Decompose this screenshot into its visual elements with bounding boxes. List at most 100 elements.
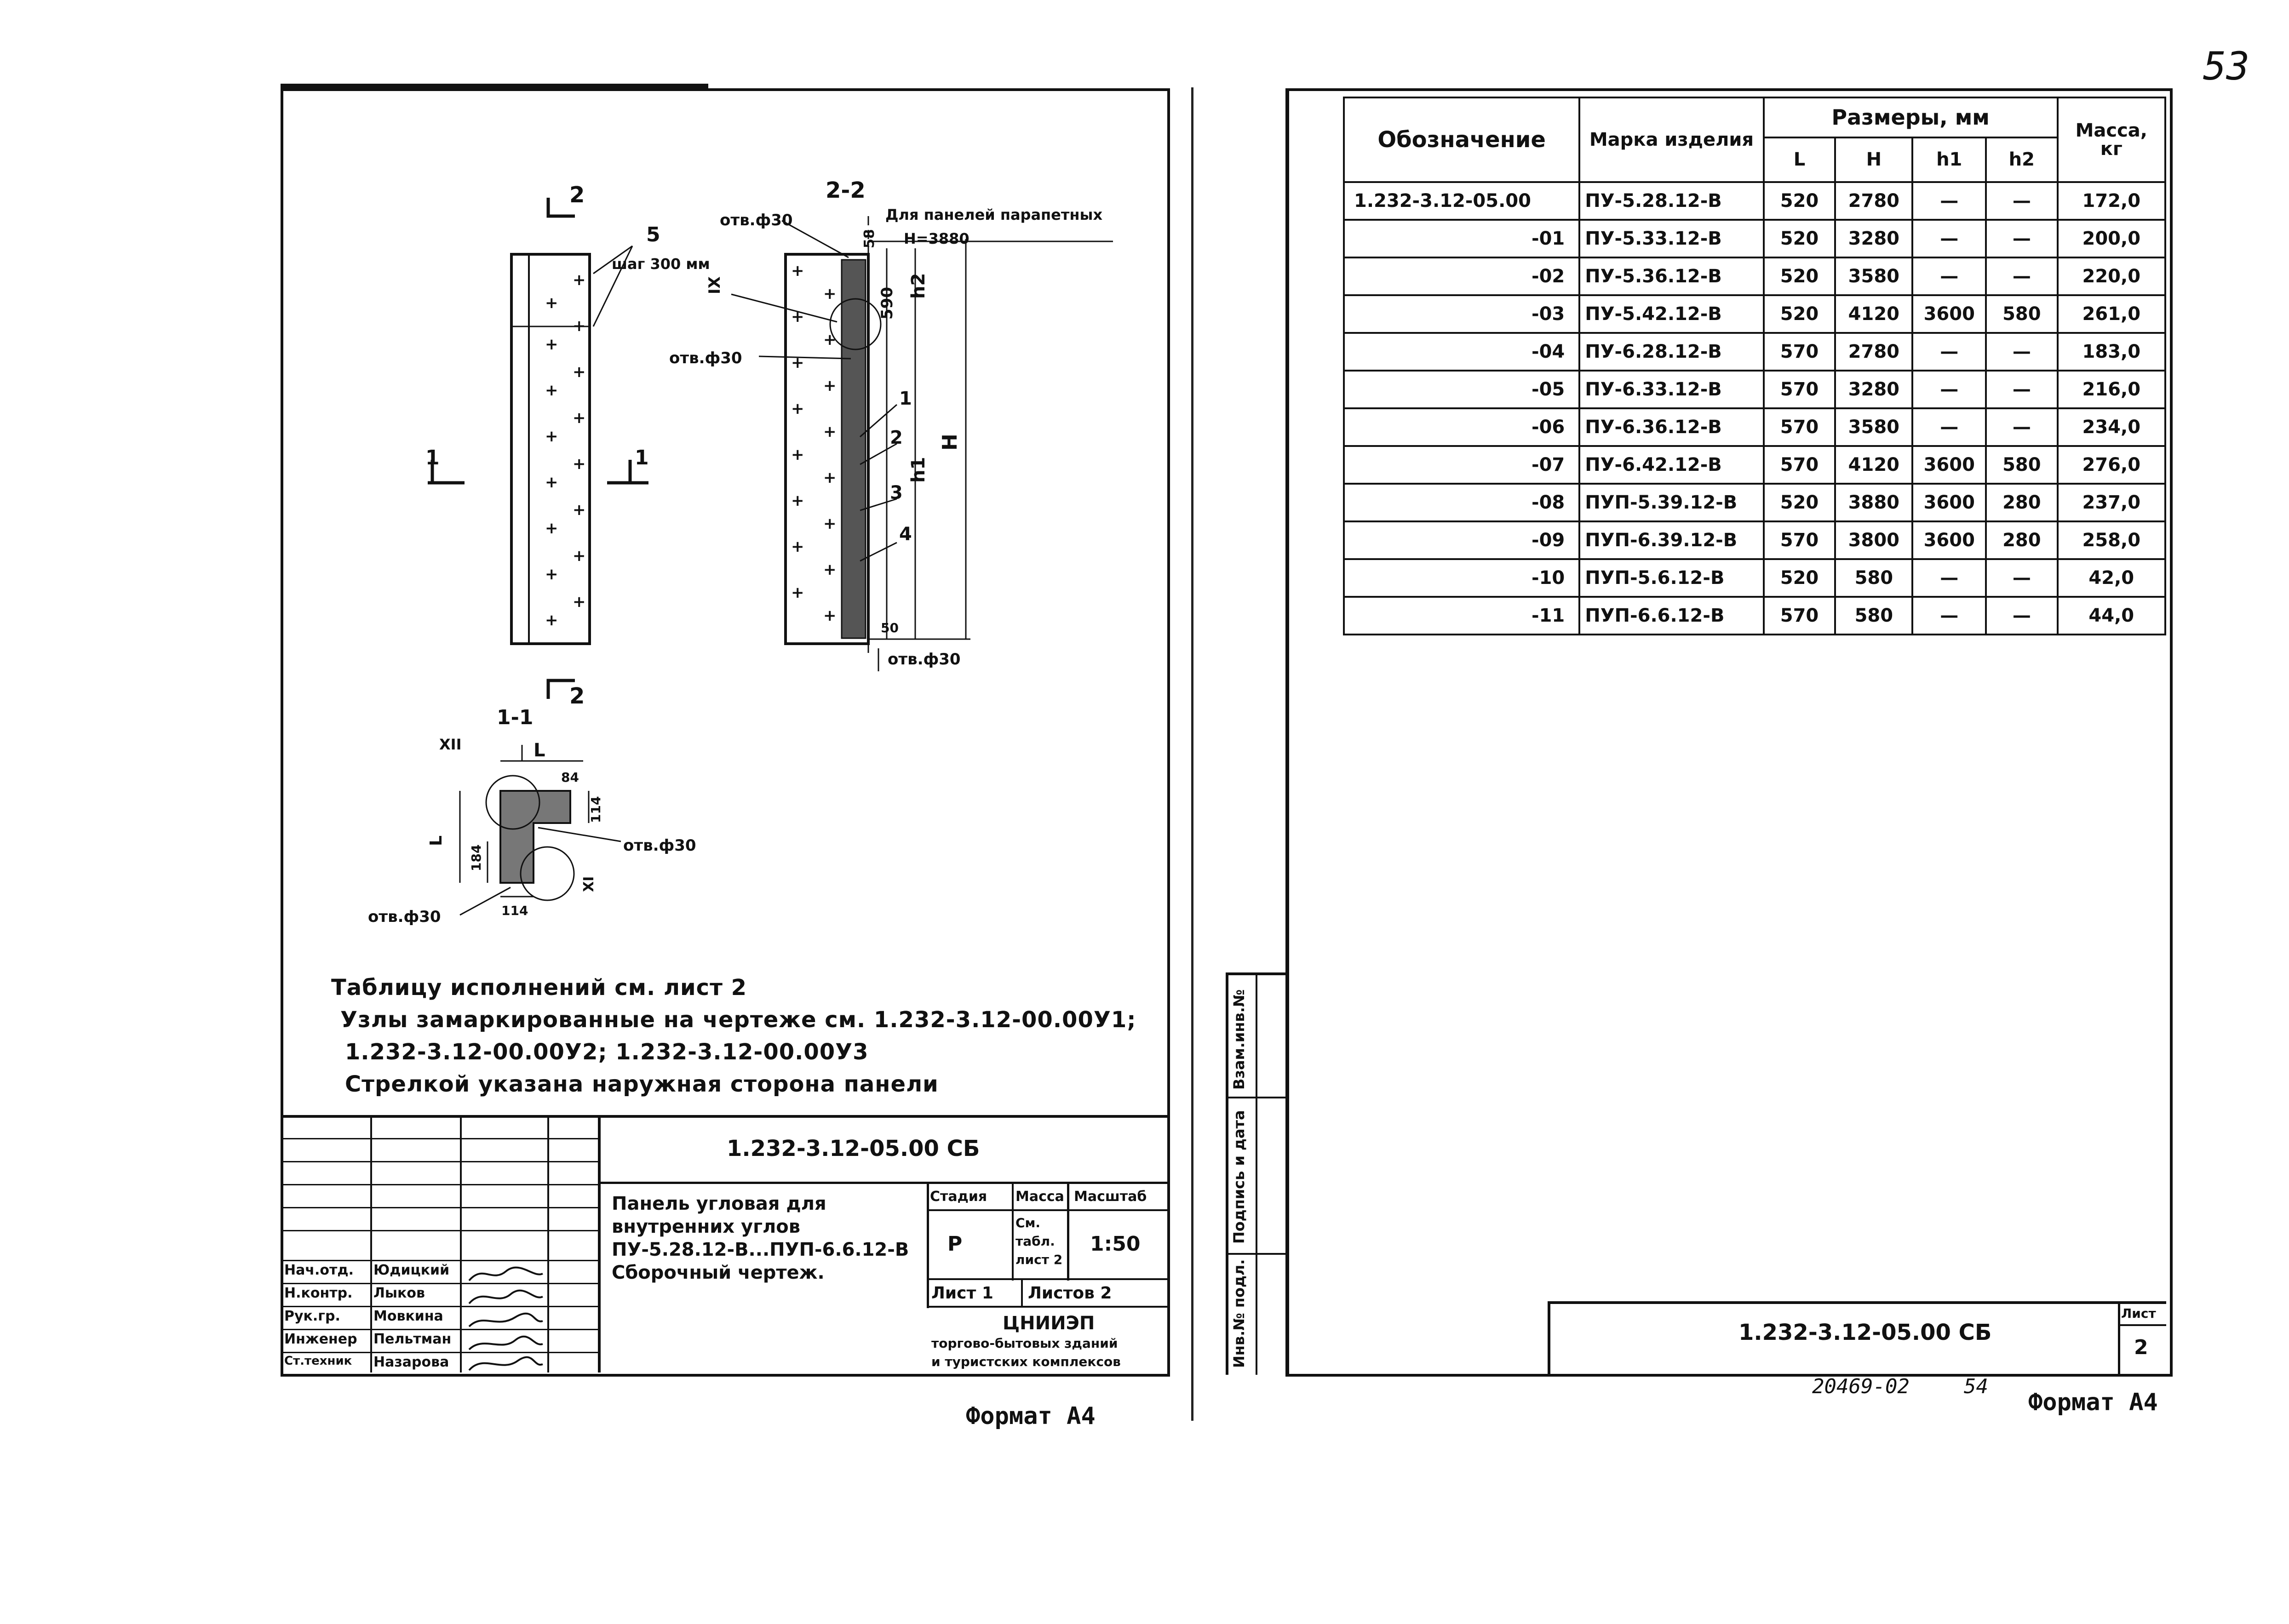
- cell-H: 3580: [1834, 407, 1914, 447]
- cell-designation: -02: [1342, 257, 1581, 296]
- left-title-line-2: внутренних углов: [612, 1216, 801, 1237]
- svg-text:+: +: [545, 294, 558, 312]
- cell-designation: -05: [1342, 370, 1581, 409]
- sheet-divider: [1191, 87, 1193, 1421]
- label-dim-50: 50: [881, 620, 899, 635]
- svg-text:+: +: [823, 515, 837, 533]
- svg-text:+: +: [791, 446, 804, 464]
- cell-h2: —: [1985, 558, 2059, 598]
- stage-header: Стадия: [930, 1189, 987, 1205]
- cell-mass: 216,0: [2056, 370, 2167, 409]
- label-hole-top: отв.ф30: [720, 211, 793, 229]
- subheader-h2: h2: [1985, 136, 2059, 183]
- table-row: -02 ПУ-5.36.12-В 520 3580 — — 220,0: [1342, 257, 2167, 296]
- cell-designation: -09: [1342, 520, 1581, 560]
- label-callout-4: 4: [899, 524, 912, 545]
- cell-L: 520: [1762, 483, 1836, 522]
- svg-text:+: +: [573, 501, 586, 519]
- label-dim-H: H: [938, 434, 962, 451]
- cell-H: 4120: [1834, 445, 1914, 485]
- label-cut-2-top: 2: [569, 182, 585, 208]
- label-hole-plan-left: отв.ф30: [368, 908, 441, 926]
- left-title-line-1: Панель угловая для: [612, 1193, 826, 1214]
- cell-mark: ПУ-5.36.12-В: [1578, 257, 1765, 296]
- svg-text:+: +: [823, 606, 837, 625]
- staff-name-1: Юдицкий: [373, 1262, 450, 1278]
- signatures: [468, 1266, 543, 1371]
- note-line-3: 1.232-3.12-00.00У2; 1.232-3.12-00.00У3: [345, 1039, 869, 1065]
- mass-header: Масса: [1015, 1189, 1064, 1205]
- cell-h2: 580: [1985, 294, 2059, 334]
- stamp-replaced-inv: Взам.инв.№: [1230, 989, 1248, 1090]
- svg-text:+: +: [545, 473, 558, 492]
- cell-L: 570: [1762, 596, 1836, 635]
- cell-mass: 261,0: [2056, 294, 2167, 334]
- staff-name-2: Лыков: [373, 1285, 425, 1301]
- cell-h2: —: [1985, 181, 2059, 221]
- label-node-XI: XI: [581, 876, 597, 892]
- label-cut-1-left: 1: [425, 446, 440, 469]
- cell-H: 3280: [1834, 219, 1914, 258]
- sheets-label: Листов 2: [1028, 1284, 1112, 1303]
- right-sheet-value: 2: [2134, 1336, 2148, 1359]
- table-row: -11 ПУП-6.6.12-В 570 580 — — 44,0: [1342, 596, 2167, 635]
- staff-name-4: Пельтман: [373, 1331, 452, 1347]
- svg-text:+: +: [823, 377, 837, 395]
- cell-h1: 3600: [1911, 294, 1987, 334]
- right-doc-code: 1.232-3.12-05.00 СБ: [1738, 1320, 1992, 1345]
- cell-h2: 280: [1985, 520, 2059, 560]
- cell-designation: 1.232-3.12-05.00: [1342, 181, 1581, 221]
- cell-h1: —: [1911, 257, 1987, 296]
- cell-mark: ПУ-6.42.12-В: [1578, 445, 1765, 485]
- table-row: -05 ПУ-6.33.12-В 570 3280 — — 216,0: [1342, 370, 2167, 409]
- svg-text:+: +: [791, 538, 804, 556]
- svg-text:+: +: [791, 583, 804, 602]
- cell-h1: —: [1911, 370, 1987, 409]
- header-mass: Масса, кг: [2056, 97, 2167, 183]
- svg-text:+: +: [791, 354, 804, 372]
- svg-text:+: +: [545, 611, 558, 629]
- label-callout-2: 2: [890, 427, 903, 448]
- panel-front-view: [510, 253, 591, 645]
- cell-designation: -03: [1342, 294, 1581, 334]
- table-row: -03 ПУ-5.42.12-В 520 4120 3600 580 261,0: [1342, 294, 2167, 334]
- cell-mark: ПУ-5.28.12-В: [1578, 181, 1765, 221]
- cell-mark: ПУ-5.33.12-В: [1578, 219, 1765, 258]
- svg-text:+: +: [573, 409, 586, 427]
- table-row: -08 ПУП-5.39.12-В 520 3880 3600 280 237,…: [1342, 483, 2167, 522]
- archive-page: 54: [1964, 1375, 1988, 1398]
- cell-designation: -08: [1342, 483, 1581, 522]
- cell-H: 2780: [1834, 181, 1914, 221]
- cell-H: 4120: [1834, 294, 1914, 334]
- staff-name-5: Назарова: [373, 1354, 449, 1370]
- staff-role-5: Ст.техник: [284, 1354, 352, 1368]
- svg-text:+: +: [823, 560, 837, 579]
- cell-L: 570: [1762, 407, 1836, 447]
- subheader-H: H: [1834, 136, 1914, 183]
- cell-L: 520: [1762, 181, 1836, 221]
- stamp-sign-date: Подпись и дата: [1230, 1110, 1248, 1244]
- cell-mark: ПУП-6.39.12-В: [1578, 520, 1765, 560]
- cell-mass: 42,0: [2056, 558, 2167, 598]
- label-parapet: Для панелей парапетных: [885, 206, 1102, 223]
- label-dim-84: 84: [561, 770, 579, 785]
- note-line-4: Стрелкой указана наружная сторона панели: [345, 1071, 939, 1097]
- cell-h1: 3600: [1911, 483, 1987, 522]
- cell-H: 3280: [1834, 370, 1914, 409]
- left-format-label: Формат А4: [966, 1402, 1096, 1430]
- cell-mark: ПУ-6.28.12-В: [1578, 332, 1765, 372]
- svg-text:+: +: [573, 593, 586, 611]
- cell-h2: —: [1985, 257, 2059, 296]
- stage-value: Р: [947, 1232, 963, 1256]
- staff-role-4: Инженер: [284, 1331, 357, 1347]
- cell-L: 570: [1762, 332, 1836, 372]
- cell-mark: ПУП-5.39.12-В: [1578, 483, 1765, 522]
- svg-text:+: +: [791, 262, 804, 280]
- cell-L: 570: [1762, 520, 1836, 560]
- sheet-label: Лист 1: [931, 1284, 993, 1303]
- cell-L: 520: [1762, 257, 1836, 296]
- cell-mass: 44,0: [2056, 596, 2167, 635]
- cell-designation: -06: [1342, 407, 1581, 447]
- cell-h2: —: [1985, 370, 2059, 409]
- left-title-line-3: ПУ-5.28.12-В...ПУП-6.6.12-В: [612, 1239, 909, 1260]
